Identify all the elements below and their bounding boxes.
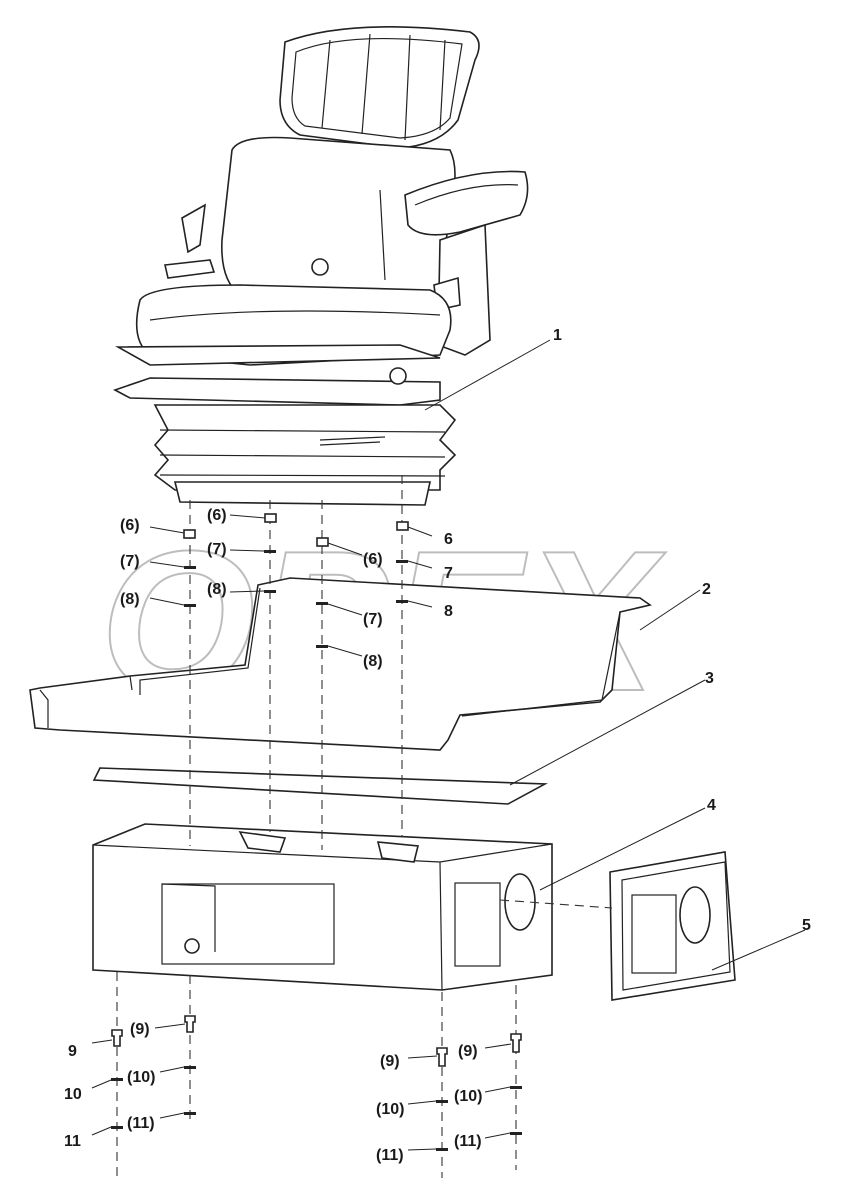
label-7c: (7)	[363, 611, 383, 628]
cover-plate-icon	[609, 851, 736, 1001]
label-7b: (7)	[207, 541, 227, 558]
hardware-icons	[111, 513, 522, 1151]
label-8a: (8)	[120, 591, 140, 608]
label-9d: (9)	[458, 1043, 478, 1060]
label-7a: (7)	[120, 553, 140, 570]
label-10c: (10)	[376, 1101, 404, 1118]
label-11c: (11)	[376, 1147, 404, 1164]
label-9a: 9	[68, 1043, 77, 1060]
bracket-icon	[29, 577, 652, 751]
label-6c: (6)	[363, 551, 383, 568]
label-10a: 10	[64, 1086, 82, 1103]
label-8c: (8)	[363, 653, 383, 670]
label-11d: (11)	[454, 1133, 482, 1150]
label-9b: (9)	[130, 1021, 150, 1038]
part-labels: 1 2 3 4 5 (6) (6) (6) 6 (7) (7) (7) 7 (8…	[64, 327, 811, 1164]
seat-icon	[113, 26, 529, 506]
label-6d: 6	[444, 531, 453, 548]
label-11b: (11)	[127, 1115, 155, 1132]
label-5: 5	[802, 917, 811, 934]
gasket-icon	[92, 767, 548, 805]
label-7d: 7	[444, 565, 453, 582]
label-4: 4	[707, 797, 716, 814]
label-3: 3	[705, 670, 714, 687]
leader-lines	[91, 339, 806, 1151]
label-1: 1	[553, 327, 562, 344]
label-11a: 11	[64, 1133, 81, 1150]
label-10d: (10)	[454, 1088, 482, 1105]
label-6b: (6)	[207, 507, 227, 524]
label-2: 2	[702, 581, 711, 598]
label-8d: 8	[444, 603, 453, 620]
alignment-lines	[116, 475, 613, 1178]
label-9c: (9)	[380, 1053, 400, 1070]
label-6a: (6)	[120, 517, 140, 534]
label-8b: (8)	[207, 581, 227, 598]
label-10b: (10)	[127, 1069, 155, 1086]
